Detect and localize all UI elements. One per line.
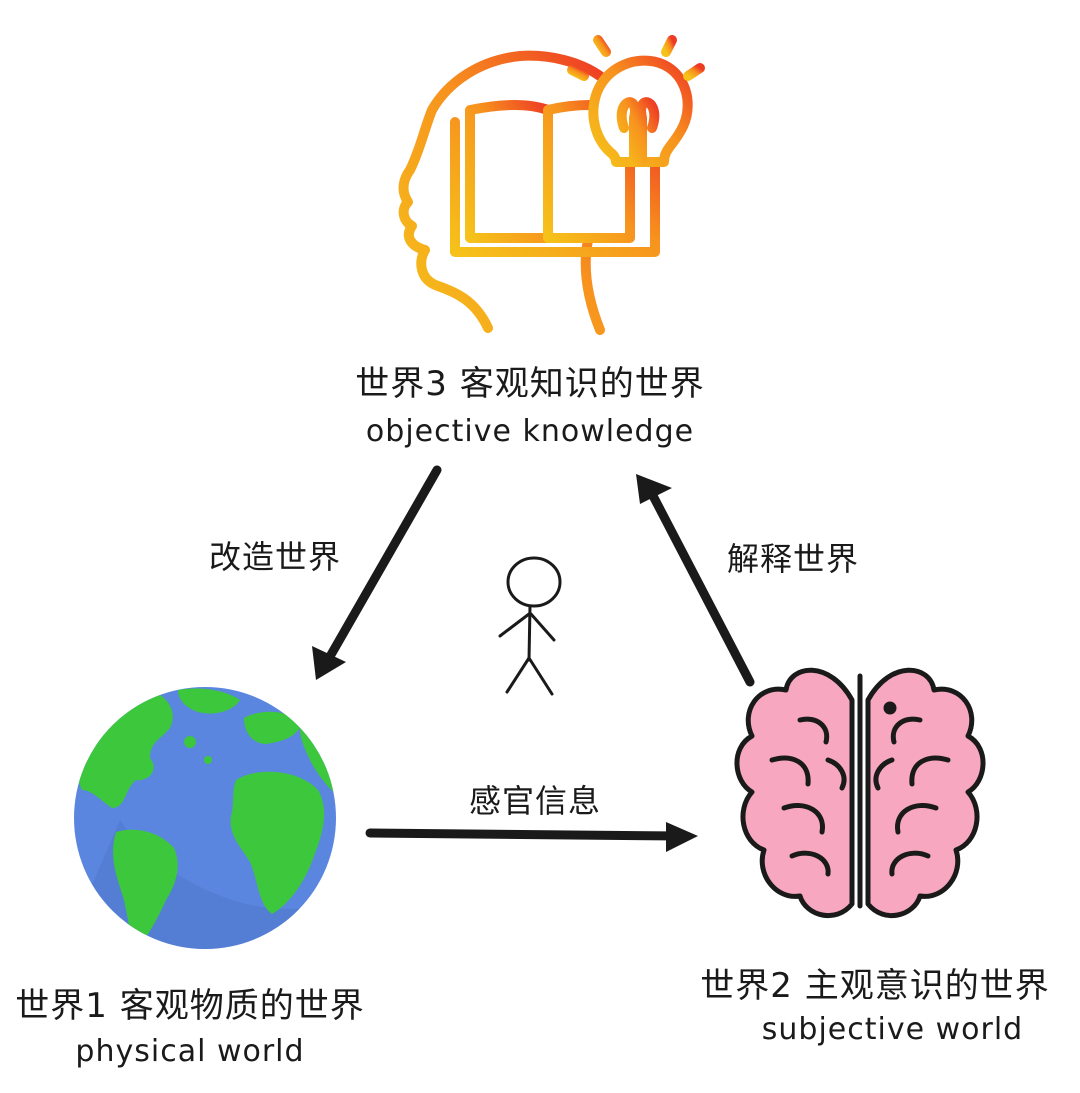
- head-book-lightbulb-icon: [398, 23, 705, 335]
- edge-label-world2-to-world3: 解释世界: [726, 540, 859, 578]
- world3-subtitle: objective knowledge: [365, 414, 695, 449]
- stick-figure-icon: [498, 556, 562, 696]
- arrowhead-world2-to-world3: [636, 474, 672, 504]
- brain-icon: [734, 667, 986, 918]
- arrow-world3-to-world1: [323, 465, 442, 665]
- edge-label-world3-to-world1: 改造世界: [208, 538, 341, 576]
- world2-title: 世界2 主观意识的世界: [700, 966, 1050, 1006]
- world1-title: 世界1 客观物质的世界: [15, 986, 365, 1026]
- arrowhead-world3-to-world1: [312, 646, 346, 680]
- edge-label-world1-to-world2: 感官信息: [468, 782, 601, 820]
- arrow-world1-to-world2: [365, 828, 685, 841]
- world3-title: 世界3 客观知识的世界: [355, 364, 705, 404]
- arrowhead-world1-to-world2: [666, 822, 698, 852]
- world2-subtitle: subjective world: [761, 1012, 1024, 1047]
- earth-globe-icon: [74, 687, 336, 949]
- world1-subtitle: physical world: [75, 1034, 305, 1069]
- arrow-world2-to-world3: [645, 485, 755, 687]
